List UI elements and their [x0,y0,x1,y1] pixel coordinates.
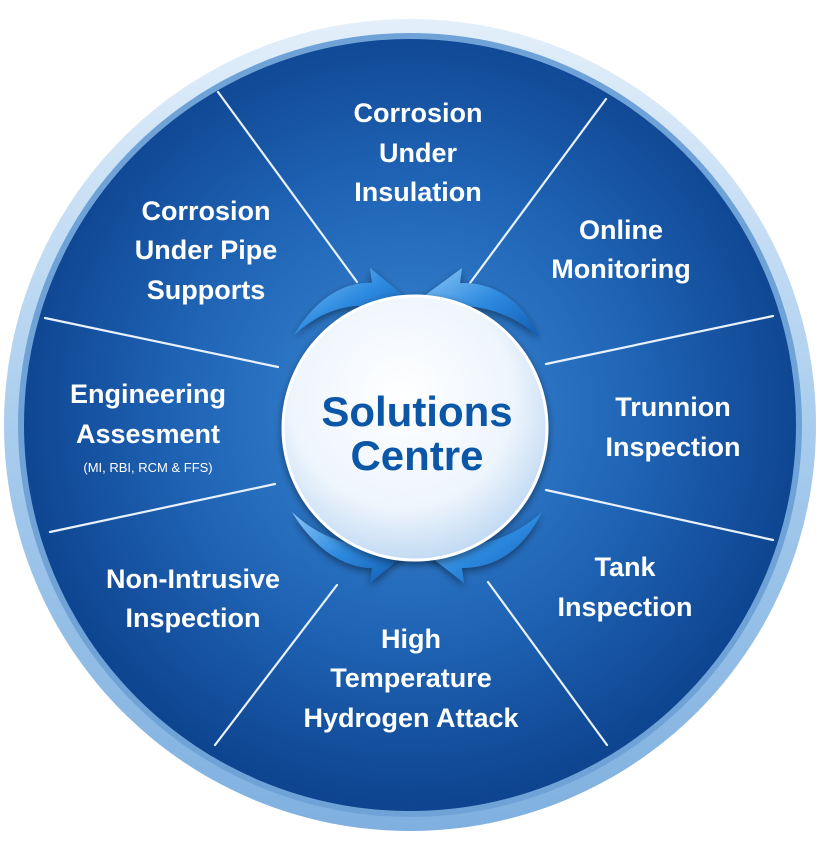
segment-label-line: Inspection [557,592,692,622]
segment-divider-line [544,314,775,366]
segment-non-intrusive-inspection: Non-Intrusive Inspection [106,564,280,633]
arrow-bottom-right [428,512,542,583]
segment-label-line: Corrosion [141,196,270,226]
segment-divider-line [486,580,609,747]
segment-dividers [43,90,775,747]
segment-label-line: Hydrogen Attack [303,703,519,733]
segment-divider-line [216,90,359,284]
segment-divider-line [468,97,608,285]
segment-label-line: Monitoring [551,254,690,284]
arrow-bottom-left [292,512,404,583]
arrow-top-right [424,268,540,338]
segment-divider-line [544,488,775,542]
segment-label-line: Temperature [330,663,492,693]
center-title-line2: Centre [350,432,483,479]
segment-label-line: Inspection [125,603,260,633]
segment-online-monitoring: Online Monitoring [551,215,690,284]
cycle-arrows [292,268,542,583]
segment-subtitle: (MI, RBI, RCM & FFS) [83,460,212,475]
segment-label-line: Inspection [605,432,740,462]
segment-label-line: Online [579,215,663,245]
segment-label-line: High [381,624,441,654]
segment-label-line: Trunnion [615,392,730,422]
segment-label-line: Assesment [76,419,220,449]
segment-label-line: Under Pipe [135,235,278,265]
segment-tank-inspection: Tank Inspection [557,552,692,622]
segment-corrosion-under-pipe-supports: Corrosion Under Pipe Supports [135,196,278,305]
segment-corrosion-under-insulation: Corrosion Under Insulation [353,98,482,207]
center-circle [281,294,549,562]
segment-label-line: Engineering [70,379,226,409]
segment-divider-line [48,482,277,534]
segment-trunnion-inspection: Trunnion Inspection [605,392,740,462]
segment-high-temperature-hydrogen-attack: High Temperature Hydrogen Attack [303,624,519,733]
arrow-top-left [294,268,404,335]
segment-label-line: Insulation [354,177,482,207]
segment-label-line: Under [379,138,458,168]
segment-label-line: Non-Intrusive [106,564,280,594]
segment-labels: Corrosion Under Insulation Online Monito… [70,98,741,733]
segment-label-line: Supports [147,275,266,305]
segment-label-line: Corrosion [353,98,482,128]
segment-divider-line [43,316,280,369]
segment-engineering-assessment: Engineering Assesment (MI, RBI, RCM & FF… [70,379,226,475]
center-title-line1: Solutions [321,388,512,435]
segment-label-line: Tank [594,552,656,582]
segment-divider-line [213,583,339,747]
